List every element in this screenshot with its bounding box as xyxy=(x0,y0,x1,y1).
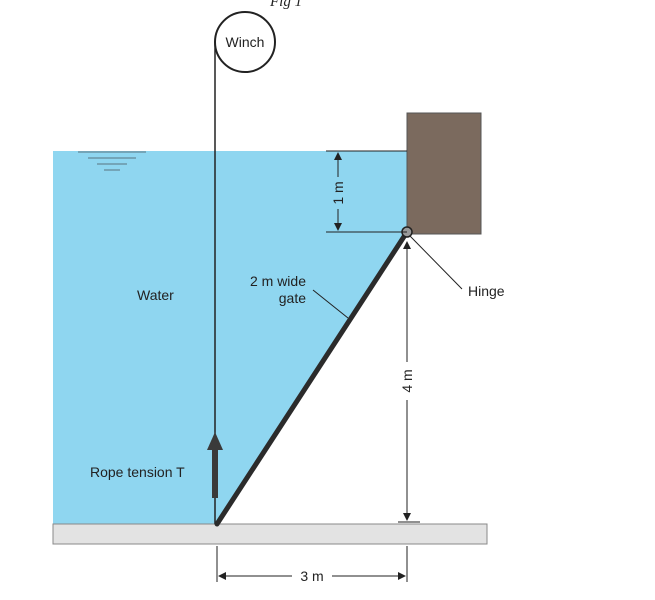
rope-tension-label: Rope tension T xyxy=(90,464,185,480)
concrete-block xyxy=(406,112,482,235)
dim-4m xyxy=(398,241,420,523)
rope-tension-arrow xyxy=(207,432,223,498)
hinge-label: Hinge xyxy=(468,283,505,299)
figure-caption: Fig 1 xyxy=(269,0,302,10)
dim-1m-label: 1 m xyxy=(330,181,346,204)
gate-label-line1: 2 m wide xyxy=(250,273,306,289)
dim-3m-label: 3 m xyxy=(300,568,323,584)
water-label: Water xyxy=(137,287,174,303)
winch-label: Winch xyxy=(226,34,265,50)
dim-1m xyxy=(326,150,407,233)
gate xyxy=(214,229,410,527)
water-surface-symbol xyxy=(78,151,146,171)
gate-leader xyxy=(312,289,349,319)
ground-slab xyxy=(52,523,488,545)
hinge-leader xyxy=(409,235,463,290)
water-body xyxy=(53,151,407,524)
dim-4m-label: 4 m xyxy=(399,369,415,392)
gate-label-line2: gate xyxy=(279,290,306,306)
dim-3m xyxy=(216,546,408,582)
